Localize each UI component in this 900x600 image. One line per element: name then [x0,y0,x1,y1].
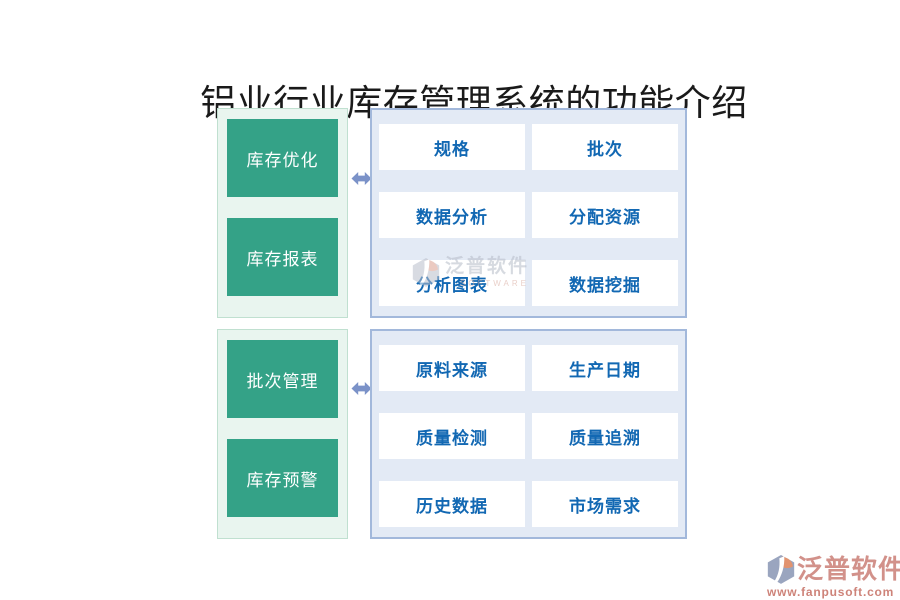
module-panel-2: 批次管理 库存预警 [217,329,348,539]
double-arrow-icon [351,381,372,396]
feature-box-material-source[interactable]: 原料来源 [379,345,525,391]
module-button-batch-management[interactable]: 批次管理 [227,340,338,418]
feature-box-data-analysis[interactable]: 数据分析 [379,192,525,238]
feature-box-batch[interactable]: 批次 [532,124,678,170]
feature-box-data-mining[interactable]: 数据挖掘 [532,260,678,306]
double-arrow-icon [351,171,372,186]
footer-url[interactable]: www.fanpusoft.com [767,585,895,599]
footer-brand: 泛普软件 [797,554,900,584]
feature-panel-2: 原料来源 生产日期 质量检测 质量追溯 历史数据 市场需求 [370,329,687,539]
feature-panel-1: 规格 批次 数据分析 分配资源 分析图表 数据挖掘 [370,108,687,318]
module-button-inventory-alert[interactable]: 库存预警 [227,439,338,517]
module-panel-1: 库存优化 库存报表 [217,108,348,318]
footer-logo: 泛普软件 www.fanpusoft.com [767,549,900,599]
feature-box-analysis-chart[interactable]: 分析图表 [379,260,525,306]
function-group-1: 库存优化 库存报表 规格 批次 数据分析 分配资源 分析图表 数据挖掘 [217,108,687,318]
feature-box-resource-allocation[interactable]: 分配资源 [532,192,678,238]
feature-box-production-date[interactable]: 生产日期 [532,345,678,391]
fanpu-logo-icon [767,554,795,584]
feature-box-quality-tracing[interactable]: 质量追溯 [532,413,678,459]
footer-brand-row: 泛普软件 [767,549,900,586]
feature-box-spec[interactable]: 规格 [379,124,525,170]
feature-box-quality-inspection[interactable]: 质量检测 [379,413,525,459]
module-button-inventory-optimization[interactable]: 库存优化 [227,119,338,197]
feature-box-market-demand[interactable]: 市场需求 [532,481,678,527]
feature-box-history-data[interactable]: 历史数据 [379,481,525,527]
function-group-2: 批次管理 库存预警 原料来源 生产日期 质量检测 质量追溯 历史数据 市场需求 [217,329,687,539]
module-button-inventory-report[interactable]: 库存报表 [227,218,338,296]
